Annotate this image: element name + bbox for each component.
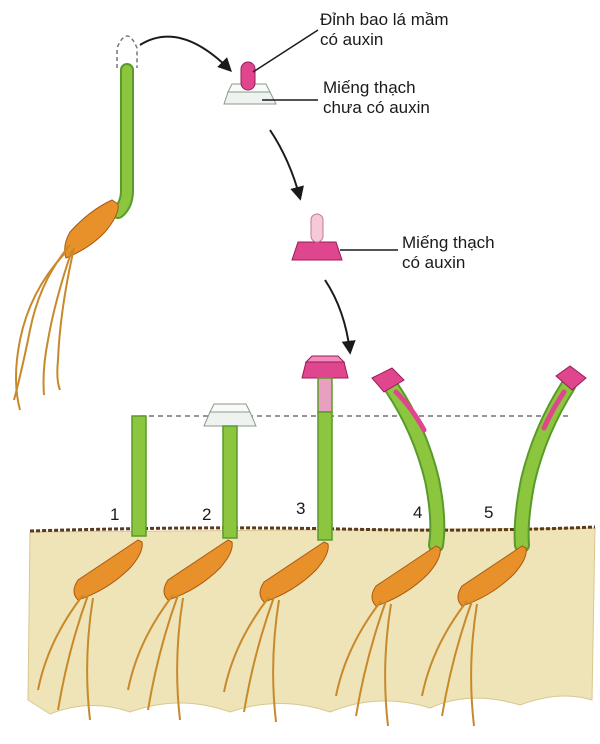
seedling-decapitated — [14, 36, 137, 410]
arrow-3 — [325, 280, 350, 352]
plant-2 — [204, 404, 256, 538]
label-auxin-agar-line2: có auxin — [402, 253, 465, 273]
label-tip-line2: có auxin — [320, 30, 383, 50]
plant-number-5: 5 — [484, 503, 493, 523]
plant-4 — [372, 368, 437, 545]
arrow-1 — [140, 37, 230, 70]
plant-number-4: 4 — [413, 503, 422, 523]
agar-with-auxin — [292, 214, 342, 260]
plant-number-3: 3 — [296, 499, 305, 519]
tip-on-plain-agar — [224, 62, 276, 104]
plant-3 — [302, 356, 348, 540]
arrow-2 — [270, 130, 300, 198]
label-plain-agar-line1: Miếng thạch — [323, 78, 416, 98]
seedling-roots — [14, 245, 74, 410]
label-auxin-agar-line1: Miếng thạch — [402, 233, 495, 253]
plant-1 — [132, 416, 146, 536]
label-plain-agar-line2: chưa có auxin — [323, 98, 430, 118]
plant-number-2: 2 — [202, 505, 211, 525]
leader-tip — [253, 30, 318, 72]
plant-number-1: 1 — [110, 505, 119, 525]
label-tip-line1: Đỉnh bao lá mầm — [320, 10, 449, 30]
plant-5 — [522, 366, 586, 545]
